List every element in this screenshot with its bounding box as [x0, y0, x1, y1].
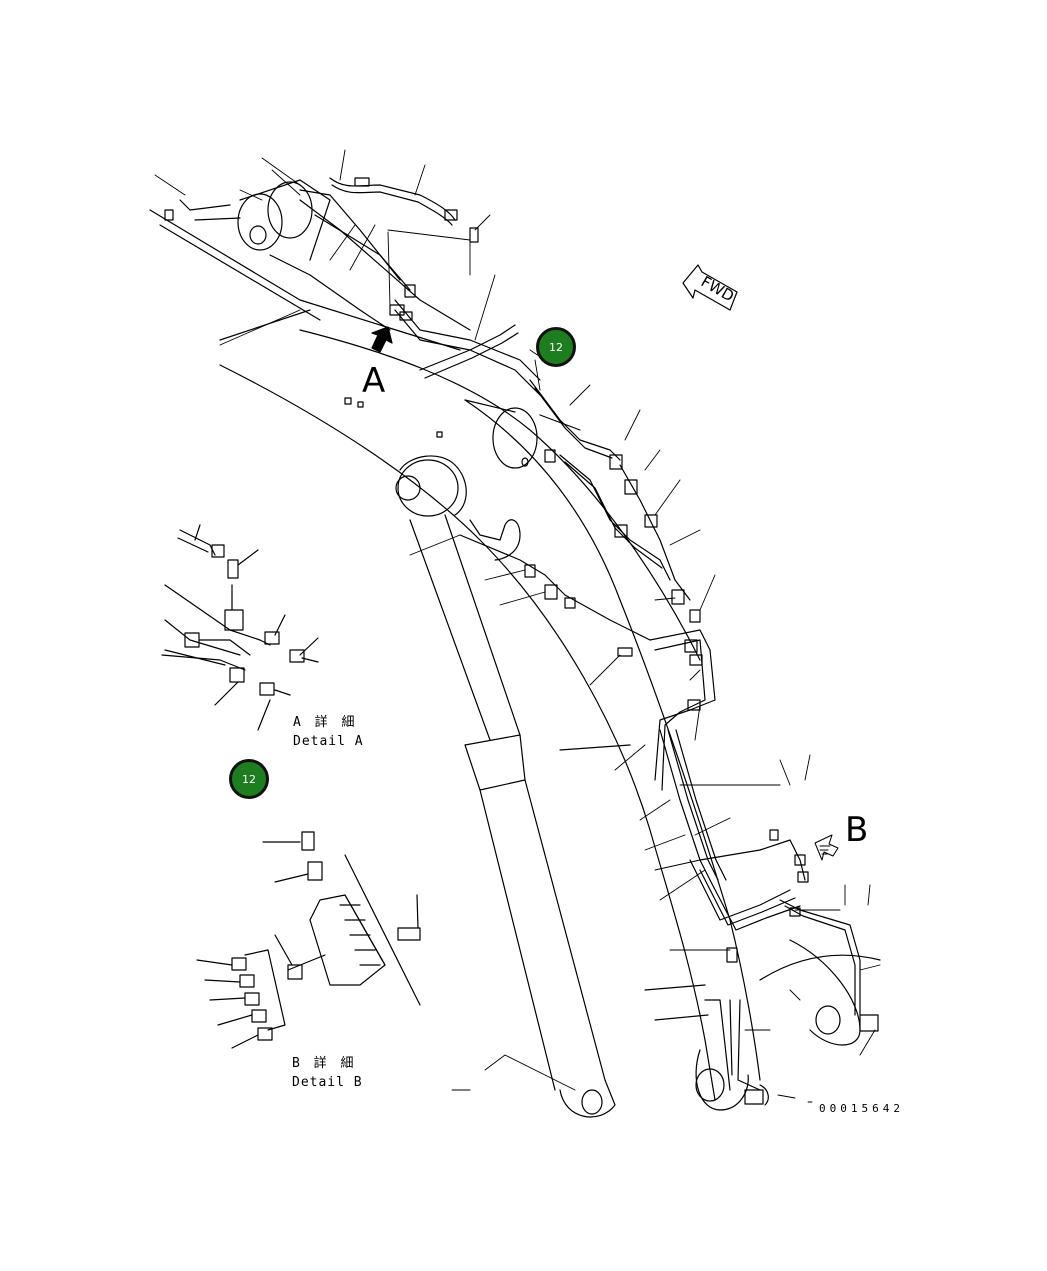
detail-b-english-caption: Detail B — [292, 1075, 363, 1090]
view-label-a: A — [362, 361, 386, 401]
detail-a-english-caption: Detail A — [293, 734, 364, 749]
boom-foot-assembly — [164, 179, 411, 331]
callout-12-badge-upper[interactable]: 12 — [536, 327, 576, 367]
boom-outline — [149, 199, 881, 1111]
view-label-b: B — [845, 810, 869, 850]
view-arrow-a-symbol — [371, 326, 393, 353]
drawing-number: 00015642 — [819, 1102, 904, 1115]
view-arrow-b-symbol — [814, 834, 839, 861]
detail-b-drawing — [196, 831, 421, 1049]
boom-cylinder — [395, 455, 651, 1118]
right-piping — [649, 629, 879, 1106]
fwd-arrow-outline — [682, 264, 738, 311]
detail-a-drawing — [161, 524, 319, 731]
callout-12-badge-lower[interactable]: 12 — [229, 759, 269, 799]
detail-b-japanese-caption: B 詳 細 — [292, 1056, 357, 1071]
upper-hose-run — [329, 177, 691, 601]
fittings — [344, 177, 703, 711]
leader-lines — [154, 149, 881, 1103]
detail-a-japanese-caption: A 詳 細 — [293, 715, 358, 730]
